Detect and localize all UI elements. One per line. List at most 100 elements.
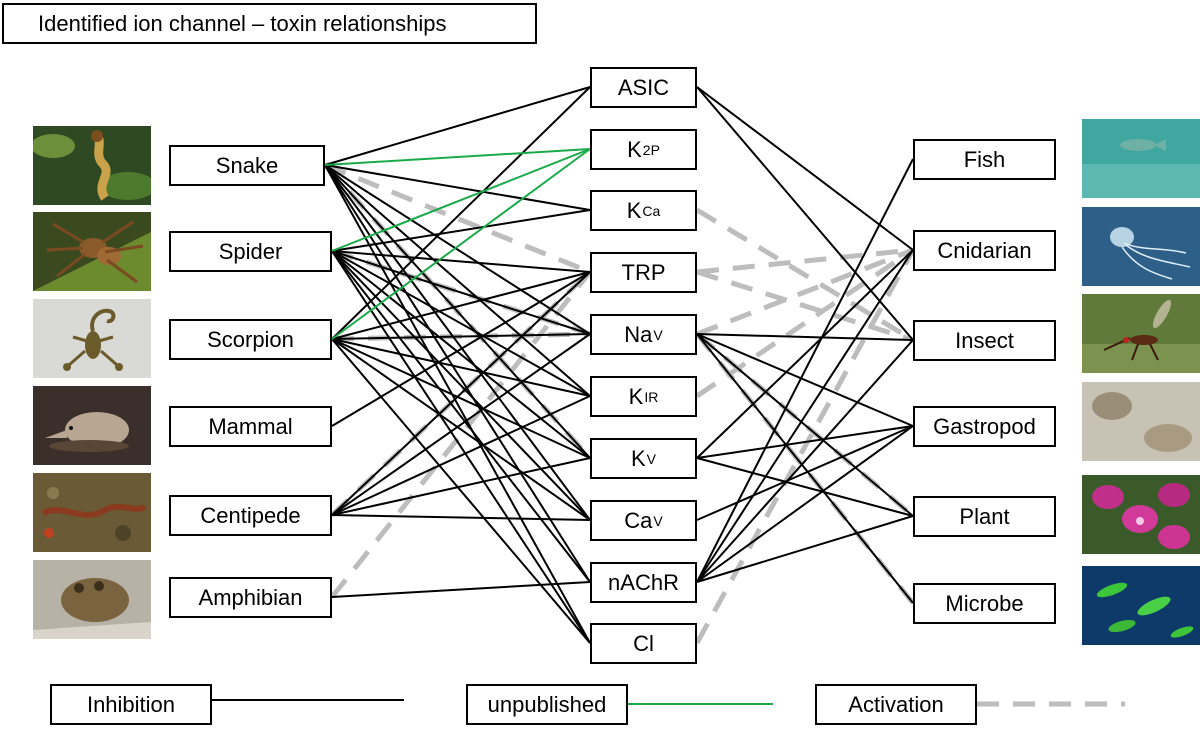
inhibition-edge-scorpion-trp bbox=[331, 271, 591, 340]
channel-label: K bbox=[627, 136, 642, 162]
channel-subscript: V bbox=[653, 512, 663, 529]
target-plant: Plant bbox=[913, 496, 1056, 537]
inhibition-edge-spider-trp bbox=[331, 250, 591, 273]
inhibition-edge-cav-gastropod bbox=[696, 425, 914, 521]
inhibition-edge-nachr-cnidarian bbox=[696, 249, 914, 583]
channel-label: K bbox=[630, 445, 646, 471]
source-mammal: Mammal bbox=[169, 406, 332, 447]
inhibition-edge-nav-gastropod bbox=[696, 333, 914, 427]
inhibition-edge-kv-gastropod bbox=[696, 425, 914, 459]
unpublished-edge-spider-k2p bbox=[331, 148, 591, 252]
channel-label: Ca bbox=[624, 507, 653, 533]
inhibition-edge-spider-cl bbox=[331, 250, 591, 644]
foxglove-photo bbox=[1082, 475, 1200, 554]
source-scorpion: Scorpion bbox=[169, 319, 332, 360]
channel-asic: ASIC bbox=[590, 67, 697, 108]
channel-cl: Cl bbox=[590, 623, 697, 664]
inhibition-edge-kv-cnidarian bbox=[696, 249, 914, 459]
activation-edge-nav-cnidarian bbox=[696, 247, 914, 337]
legend-activation-label: Activation bbox=[815, 684, 977, 725]
toad-photo bbox=[33, 560, 151, 639]
channel-subscript: V bbox=[653, 326, 663, 343]
channel-label: nAChR bbox=[608, 569, 679, 595]
inhibition-edge-nav-microbe bbox=[696, 333, 914, 604]
inhibition-edge-spider-kv bbox=[331, 250, 591, 459]
target-microbe: Microbe bbox=[913, 583, 1056, 624]
inhibition-edge-snake-kv bbox=[324, 164, 591, 459]
inhibition-edge-snake-cav bbox=[324, 164, 591, 521]
jellyfish-photo bbox=[1082, 207, 1200, 286]
activation-edge-kca-insect bbox=[695, 207, 915, 343]
inhibition-edge-scorpion-kv bbox=[331, 338, 591, 459]
channel-label: K bbox=[626, 197, 642, 223]
inhibition-edge-nav-plant bbox=[696, 333, 914, 517]
legend-unpublished-label: unpublished bbox=[466, 684, 628, 725]
inhibition-edge-snake-cl bbox=[324, 164, 591, 644]
inhibition-edge-mammal-trp bbox=[331, 271, 591, 427]
channel-nachr: nAChR bbox=[590, 562, 697, 603]
activation-edge-kir-cnidarian bbox=[695, 247, 915, 399]
source-amphibian: Amphibian bbox=[169, 577, 332, 618]
activation-edge-snake-trp bbox=[324, 162, 591, 275]
legend-inhibition-label: Inhibition bbox=[50, 684, 212, 725]
activation-edge-trp-insect bbox=[696, 269, 914, 343]
inhibition-edge-scorpion-cav bbox=[331, 338, 591, 521]
inhibition-edge-snake-nachr bbox=[324, 164, 591, 583]
inhibition-edge-scorpion-nav bbox=[331, 333, 591, 340]
source-centipede: Centipede bbox=[169, 495, 332, 536]
centipede-photo bbox=[33, 473, 151, 552]
activation-edge-trp-cnidarian bbox=[696, 247, 914, 275]
channel-subscript: V bbox=[646, 450, 657, 467]
scorpion-photo bbox=[33, 299, 151, 378]
inhibition-edge-scorpion-asic bbox=[331, 86, 591, 340]
spider-photo bbox=[33, 212, 151, 291]
inhibition-edge-nachr-plant bbox=[696, 515, 914, 583]
inhibition-edge-centipede-kv bbox=[331, 457, 591, 516]
insect-photo bbox=[1082, 294, 1200, 373]
channel-label: K bbox=[628, 383, 644, 409]
diagram-title: Identified ion channel – toxin relations… bbox=[2, 3, 537, 44]
channel-subscript: Ca bbox=[642, 202, 661, 219]
fish-photo bbox=[1082, 119, 1200, 198]
snail-photo bbox=[1082, 382, 1200, 461]
channel-trp: TRP bbox=[590, 252, 697, 293]
inhibition-edge-centipede-nav bbox=[331, 333, 591, 516]
unpublished-edge-scorpion-k2p bbox=[331, 148, 591, 340]
inhibition-edge-scorpion-kir bbox=[331, 338, 591, 397]
source-snake: Snake bbox=[169, 145, 325, 186]
inhibition-edge-snake-kca bbox=[324, 164, 591, 211]
inhibition-edge-nachr-fish bbox=[696, 158, 914, 583]
inhibition-edge-nachr-insect bbox=[696, 339, 914, 583]
activation-edge-cl-cnidarian bbox=[694, 248, 916, 645]
channel-subscript: 2P bbox=[642, 141, 660, 158]
inhibition-edge-snake-asic bbox=[324, 86, 591, 166]
inhibition-edge-kv-plant bbox=[696, 457, 914, 517]
source-spider: Spider bbox=[169, 231, 332, 272]
inhibition-edge-spider-kir bbox=[331, 250, 591, 397]
inhibition-edge-scorpion-cl bbox=[331, 338, 591, 644]
channel-label: Cl bbox=[633, 630, 654, 656]
bacteria-photo bbox=[1082, 566, 1200, 645]
target-gastropod: Gastropod bbox=[913, 406, 1056, 447]
inhibition-edge-spider-nav bbox=[331, 250, 591, 335]
target-fish: Fish bbox=[913, 139, 1056, 180]
unpublished-edge-snake-k2p bbox=[324, 148, 591, 166]
shrew-photo bbox=[33, 386, 151, 465]
inhibition-edge-nachr-gastropod bbox=[696, 425, 914, 583]
inhibition-edge-centipede-cav bbox=[331, 514, 591, 521]
inhibition-edge-centipede-trp bbox=[331, 271, 591, 516]
inhibition-edge-asic-insect bbox=[696, 86, 914, 341]
activation-edge-amphibian-trp bbox=[330, 270, 592, 599]
channel-label: ASIC bbox=[617, 74, 670, 100]
inhibition-edge-centipede-kir bbox=[331, 395, 591, 516]
inhibition-edge-snake-kir bbox=[324, 164, 591, 397]
channel-label: Na bbox=[624, 321, 653, 347]
target-insect: Insect bbox=[913, 320, 1056, 361]
inhibition-edge-amphibian-nachr bbox=[331, 581, 591, 598]
target-cnidarian: Cnidarian bbox=[913, 230, 1056, 271]
